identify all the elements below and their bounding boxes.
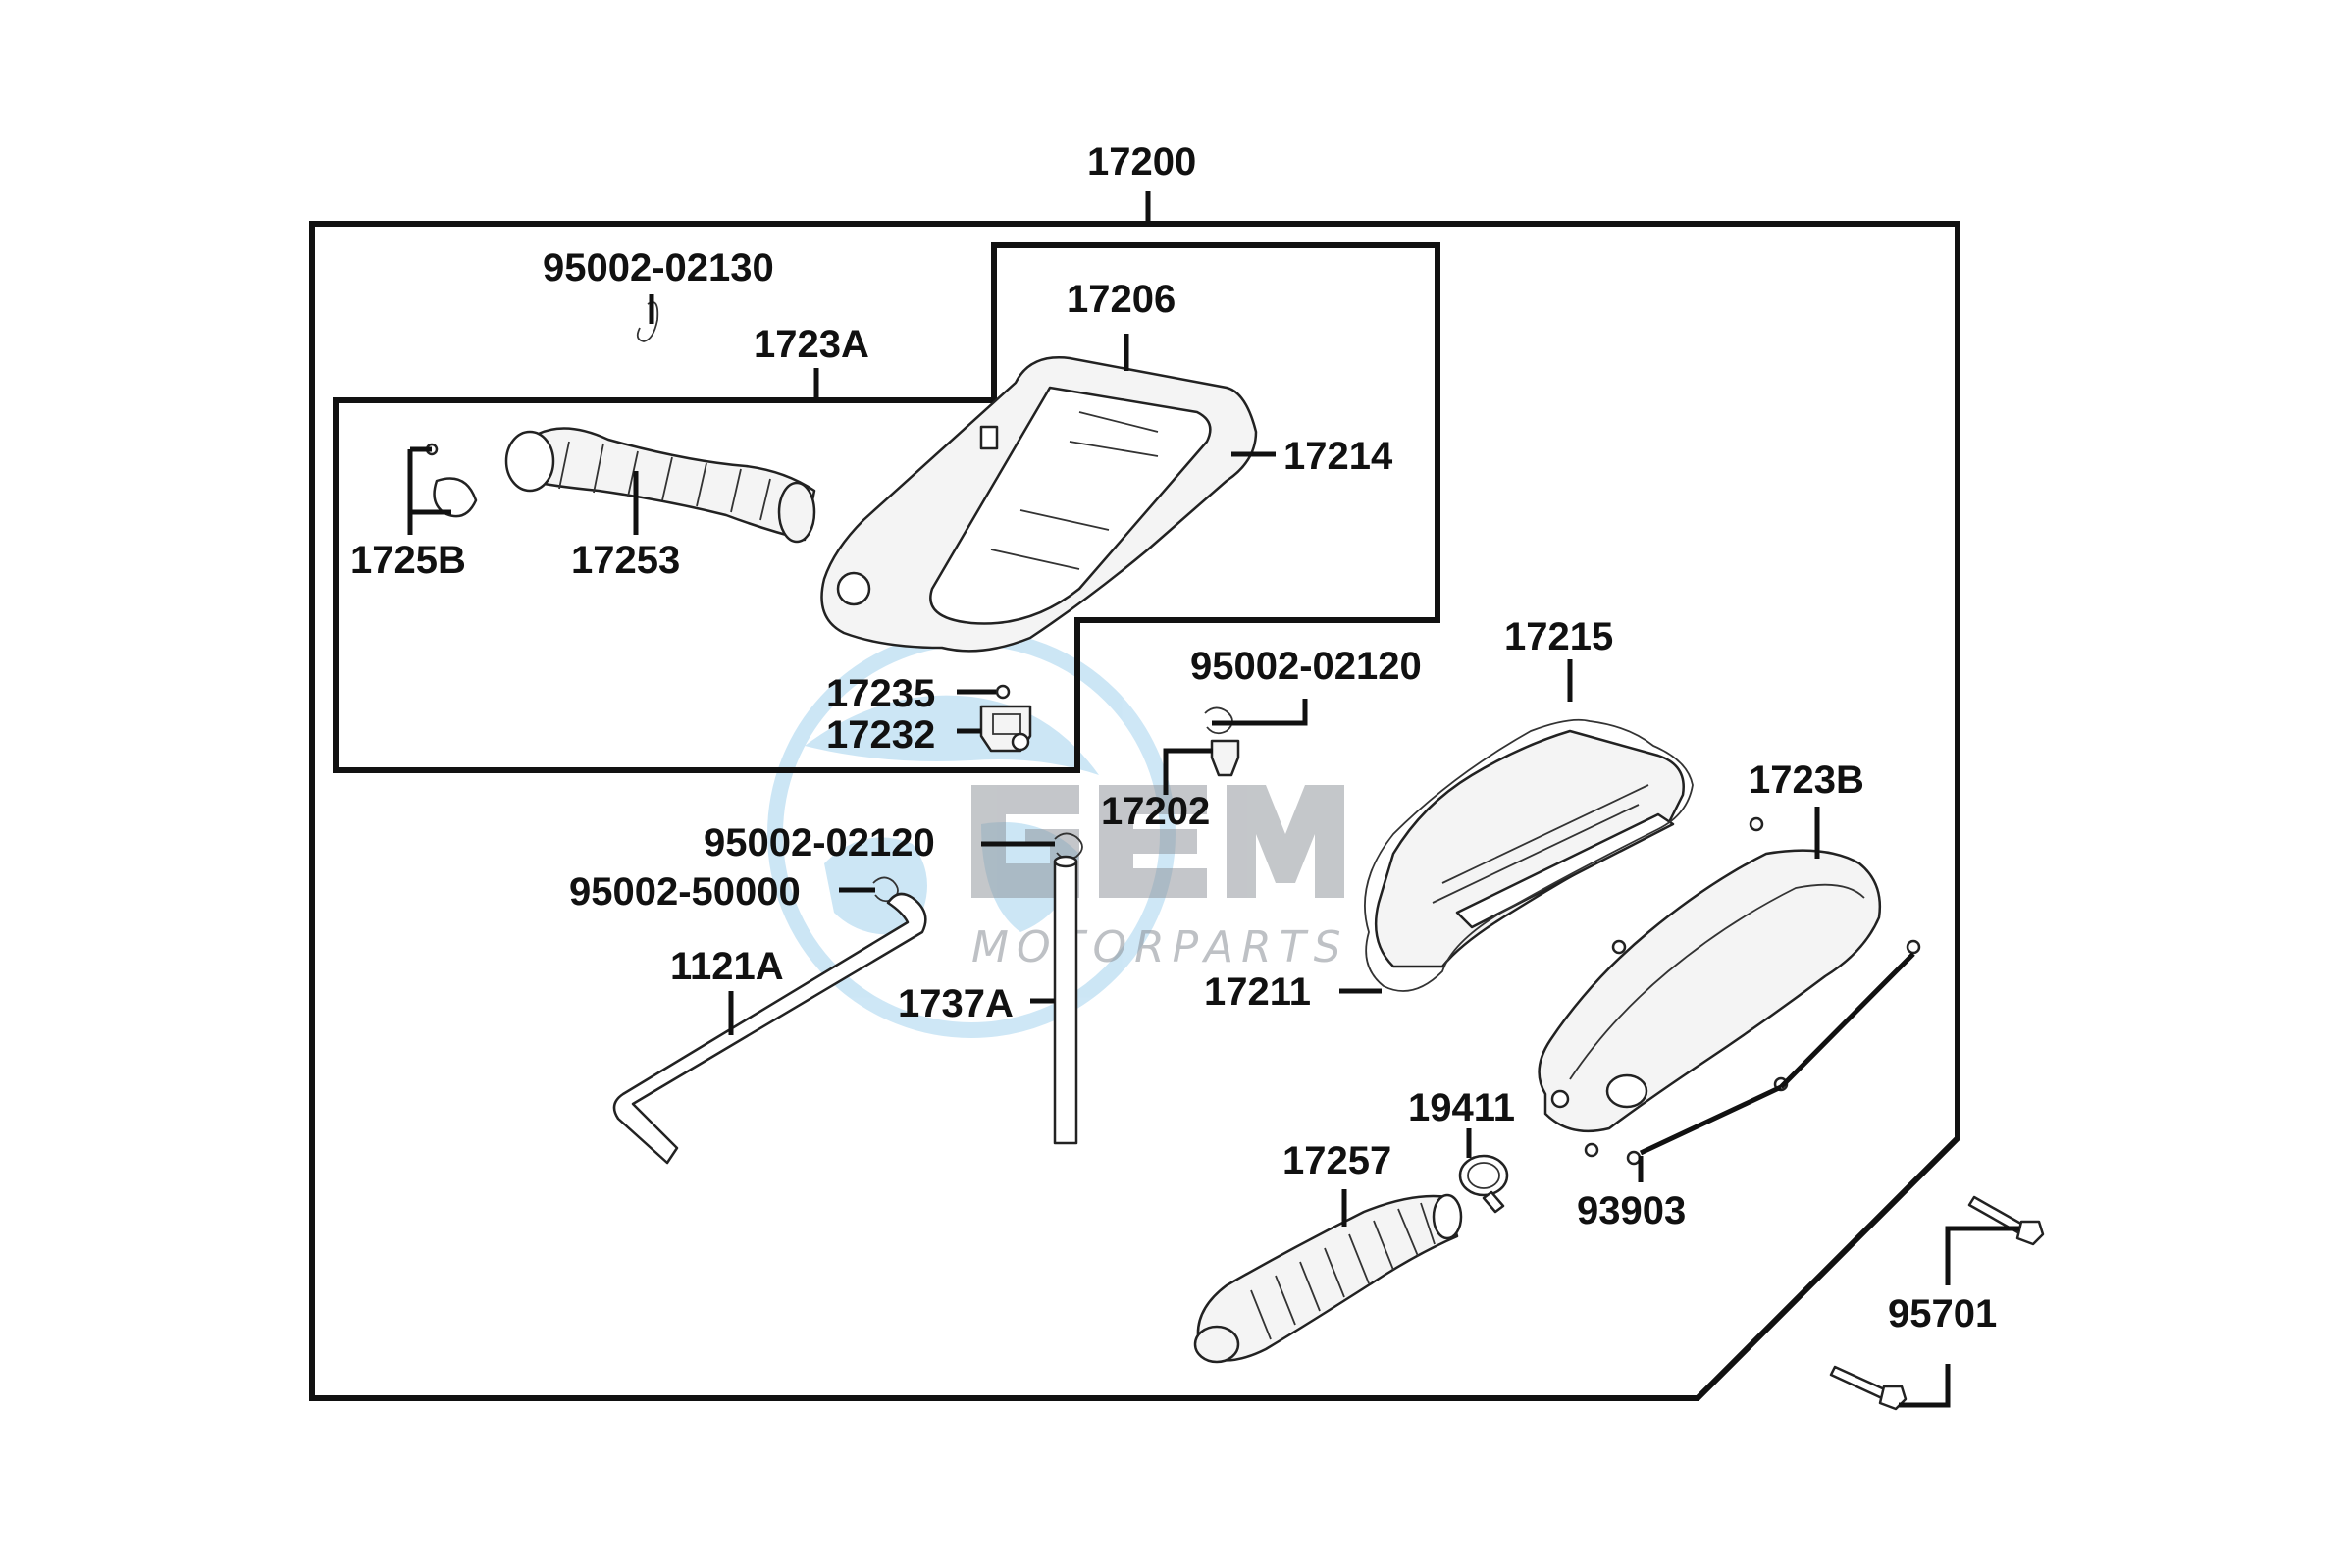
- bolt-95701-lower: [1829, 1365, 1908, 1411]
- label-17253: 17253: [571, 539, 680, 582]
- leader-95701: [1899, 1226, 2019, 1408]
- screw-cover-3: [1906, 939, 1921, 955]
- leader-93903: [1638, 952, 1915, 1182]
- label-17200: 17200: [1087, 140, 1196, 183]
- valve-17202: [1210, 739, 1240, 777]
- gasket-17211: [1364, 718, 1694, 992]
- drain-plug-17232: [979, 705, 1032, 753]
- screw-cover-5: [1584, 1142, 1599, 1158]
- leader-95002-02120-upper: [1212, 699, 1308, 726]
- screw-cover-6: [1626, 1150, 1642, 1166]
- screw-cover-2: [1611, 939, 1627, 955]
- label-19411: 19411: [1408, 1086, 1515, 1129]
- label-93903: 93903: [1577, 1189, 1686, 1232]
- leader-17202: [1163, 748, 1213, 795]
- clamp-19411: [1458, 1154, 1509, 1214]
- label-95701: 95701: [1888, 1292, 1997, 1335]
- label-95002-50000: 95002-50000: [569, 870, 801, 914]
- watermark-tagline: MOTORPARTS: [971, 922, 1349, 972]
- label-1723A: 1723A: [754, 323, 869, 366]
- assembly-frame-outer: [309, 221, 1960, 1401]
- intake-snorkel-17257: [1193, 1193, 1463, 1364]
- hose-1737A: [1053, 855, 1078, 1145]
- assembly-frame-inner: [333, 242, 1440, 773]
- screw-17235: [995, 684, 1011, 700]
- label-1723B: 1723B: [1749, 758, 1864, 802]
- intake-duct-17253: [504, 427, 816, 544]
- screw-cover-1: [1749, 816, 1764, 832]
- label-17215: 17215: [1504, 615, 1613, 658]
- label-17257: 17257: [1282, 1139, 1391, 1182]
- clip-95002-50000: [872, 876, 899, 903]
- airbox-cover-1723B: [1538, 849, 1881, 1133]
- label-17211: 17211: [1204, 970, 1311, 1014]
- label-1737A: 1737A: [898, 982, 1014, 1025]
- label-95002-02130: 95002-02130: [543, 246, 774, 289]
- leader-1725B: [407, 446, 451, 535]
- label-17235: 17235: [826, 672, 935, 715]
- label-95002-02120-upper: 95002-02120: [1190, 645, 1422, 688]
- label-17214: 17214: [1283, 435, 1393, 478]
- bolt-95701-upper: [1967, 1195, 2045, 1246]
- label-17232: 17232: [826, 713, 935, 757]
- clip-95002-02120-upper: [1204, 706, 1233, 735]
- label-1725B: 1725B: [350, 539, 466, 582]
- label-17202: 17202: [1101, 790, 1210, 833]
- label-1121A: 1121A: [670, 945, 784, 988]
- clip-95002-02130: [636, 294, 659, 342]
- tube-1121A: [612, 892, 927, 1165]
- label-17206: 17206: [1067, 278, 1176, 321]
- label-95002-02120-lower: 95002-02120: [704, 821, 935, 864]
- filter-element-17215: [1374, 729, 1685, 968]
- airbox-housing-17206: [820, 356, 1258, 653]
- clamp-1725B: [425, 443, 478, 518]
